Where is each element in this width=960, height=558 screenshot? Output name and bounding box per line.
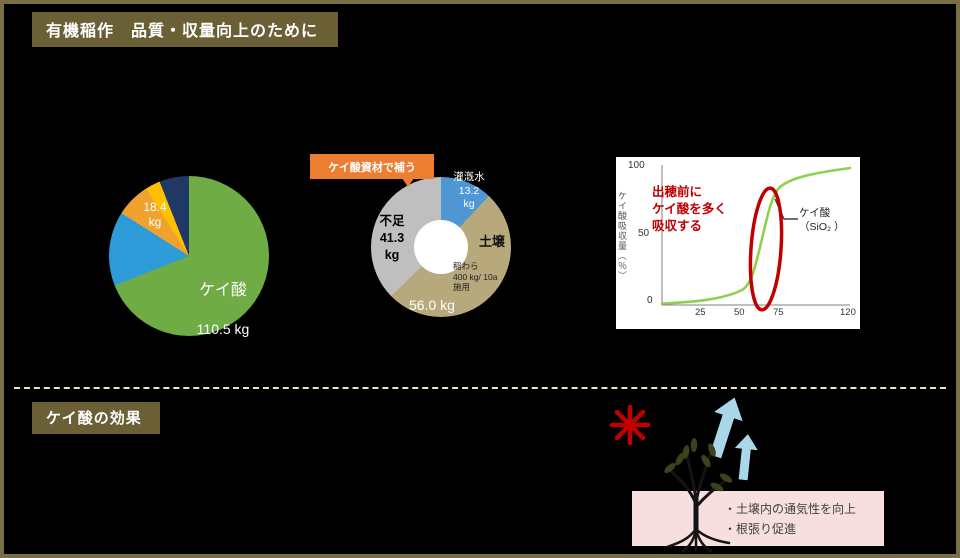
nutrient-uptake-pie-chart: 18.4 kg ケイ酸 110.5 kg: [109, 176, 269, 337]
plant-illustration: [664, 438, 733, 553]
sun-icon: [609, 404, 651, 446]
effects-heading-box: ケイ酸の効果: [32, 402, 160, 434]
pie-green-name: ケイ酸: [199, 282, 247, 299]
line-chart-canvas: [660, 165, 852, 312]
pie-blue-value-label: 18.4 kg: [143, 200, 167, 229]
y-tick-50: 50: [638, 228, 650, 239]
effect-item-roots: ・根張り促進: [724, 521, 797, 536]
emphasis-ellipse: [748, 186, 784, 312]
silica-source-donut-chart: 灌漑水 13.2 kg 土壌 稲わら 400 kg/ 10a 施用 56.0 k…: [371, 171, 511, 317]
x-tick-50: 50: [734, 307, 745, 318]
pie-graphic: [109, 176, 269, 336]
soil-effects-panel: ・土壌内の通気性を向上 ・根張り促進: [632, 491, 884, 546]
silica-uptake-line-chart: ケイ酸吸収量（％） 100 50 0 25 50 75 120 出穂前に ケイ酸…: [616, 157, 860, 329]
donut-soil-value: 56.0 kg: [409, 297, 455, 313]
donut-hole: [414, 220, 468, 274]
sun-core: [625, 420, 635, 430]
growth-arrow-icon: [709, 397, 743, 459]
y-tick-100: 100: [628, 160, 645, 171]
x-tick-120: 120: [840, 307, 856, 318]
effects-heading: ケイ酸の効果: [46, 410, 142, 427]
slide-title-box: 有機稲作 品質・収量向上のために: [32, 12, 339, 47]
callout-text: ケイ酸資材で補う: [328, 161, 416, 174]
donut-soil-note: 稲わら 400 kg/ 10a 施用: [453, 261, 498, 293]
pre-heading-note: 出穂前に ケイ酸を多く 吸収する: [652, 185, 727, 233]
donut-shortage-label: 不足 41.3 kg: [379, 214, 405, 262]
growth-arrow-icon-small: [734, 434, 758, 481]
chart-axes: [661, 165, 850, 306]
series-label: ケイ酸 （SiO₂ ）: [799, 207, 845, 233]
callout-pointer: [402, 178, 414, 187]
plant-roots: [665, 527, 698, 549]
x-tick-25: 25: [695, 307, 706, 318]
pie-green-label: ケイ酸 110.5 kg: [167, 258, 279, 355]
donut-soil-label: 土壌: [479, 234, 506, 249]
uptake-curve: [660, 166, 852, 305]
y-tick-0: 0: [647, 295, 653, 306]
x-tick-75: 75: [773, 307, 784, 318]
section-divider: [14, 387, 946, 389]
plant-leaves: [664, 438, 733, 492]
pie-green-value: 110.5 kg: [196, 321, 250, 337]
slide-title: 有機稲作 品質・収量向上のために: [46, 23, 319, 40]
silica-material-callout: ケイ酸資材で補う: [310, 154, 434, 187]
y-axis-label: ケイ酸吸収量（％）: [617, 191, 627, 281]
effect-item-aeration: ・土壌内の通気性を向上: [724, 502, 857, 516]
donut-irrigation-label: 灌漑水 13.2 kg: [453, 171, 485, 211]
